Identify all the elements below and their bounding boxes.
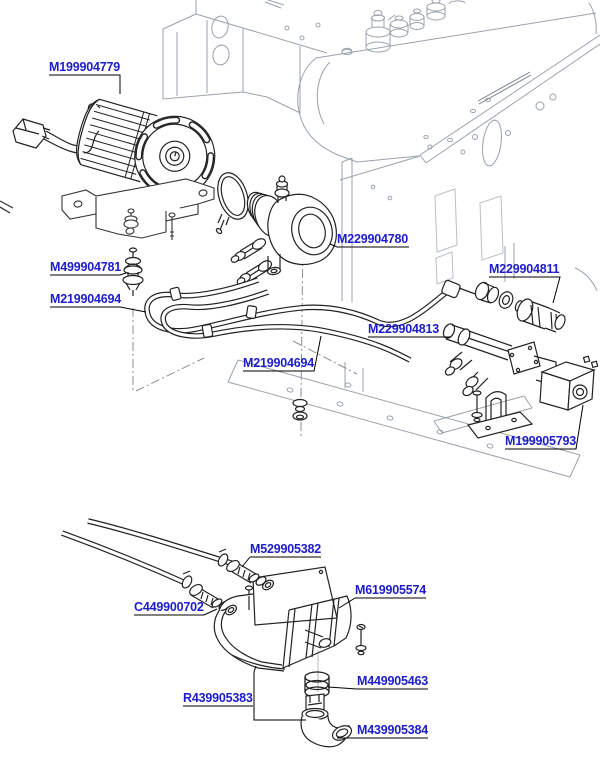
callout-leader-lines <box>49 74 584 739</box>
part-link-m449905463[interactable]: M449905463 <box>357 674 428 688</box>
part-link-m529905382[interactable]: M529905382 <box>250 542 321 556</box>
part-link-m439905384[interactable]: M439905384 <box>357 723 428 737</box>
part-link-m619905574[interactable]: M619905574 <box>355 583 426 597</box>
valve-cluster <box>442 323 557 397</box>
rubber-mount <box>122 247 144 296</box>
boiler-fittings <box>341 0 466 55</box>
part-link-m229904780[interactable]: M229904780 <box>337 232 408 246</box>
part-link-r439905383[interactable]: R439905383 <box>183 691 253 705</box>
part-link-m199905793[interactable]: M199905793 <box>505 434 576 448</box>
part-link-m499904781[interactable]: M499904781 <box>50 260 121 274</box>
pump <box>230 175 337 285</box>
machine-frame <box>162 0 600 478</box>
part-link-m199904779[interactable]: M199904779 <box>49 60 120 74</box>
part-link-m229904813[interactable]: M229904813 <box>368 322 439 336</box>
braided-hoses <box>144 277 450 363</box>
drain-tray <box>213 593 367 672</box>
barb-fittings <box>181 548 275 616</box>
part-link-m219904694-left[interactable]: M219904694 <box>50 292 121 306</box>
solenoid-coil <box>466 355 599 439</box>
inlet-fitting <box>441 279 566 333</box>
drain-elbow <box>300 693 353 748</box>
part-link-m219904694-right[interactable]: M219904694 <box>243 356 314 370</box>
clamp-ring <box>215 172 249 235</box>
base-washer-stack <box>292 398 308 421</box>
motor-cable-connector <box>12 103 101 154</box>
cut-cable <box>0 200 14 214</box>
centerlines <box>132 234 358 437</box>
drain-hoses <box>61 518 235 588</box>
part-link-m229904811[interactable]: M229904811 <box>489 262 560 276</box>
part-link-c449900702[interactable]: C449900702 <box>134 600 204 614</box>
hose-clamp-rings <box>304 671 330 698</box>
motor-bracket <box>61 178 215 240</box>
